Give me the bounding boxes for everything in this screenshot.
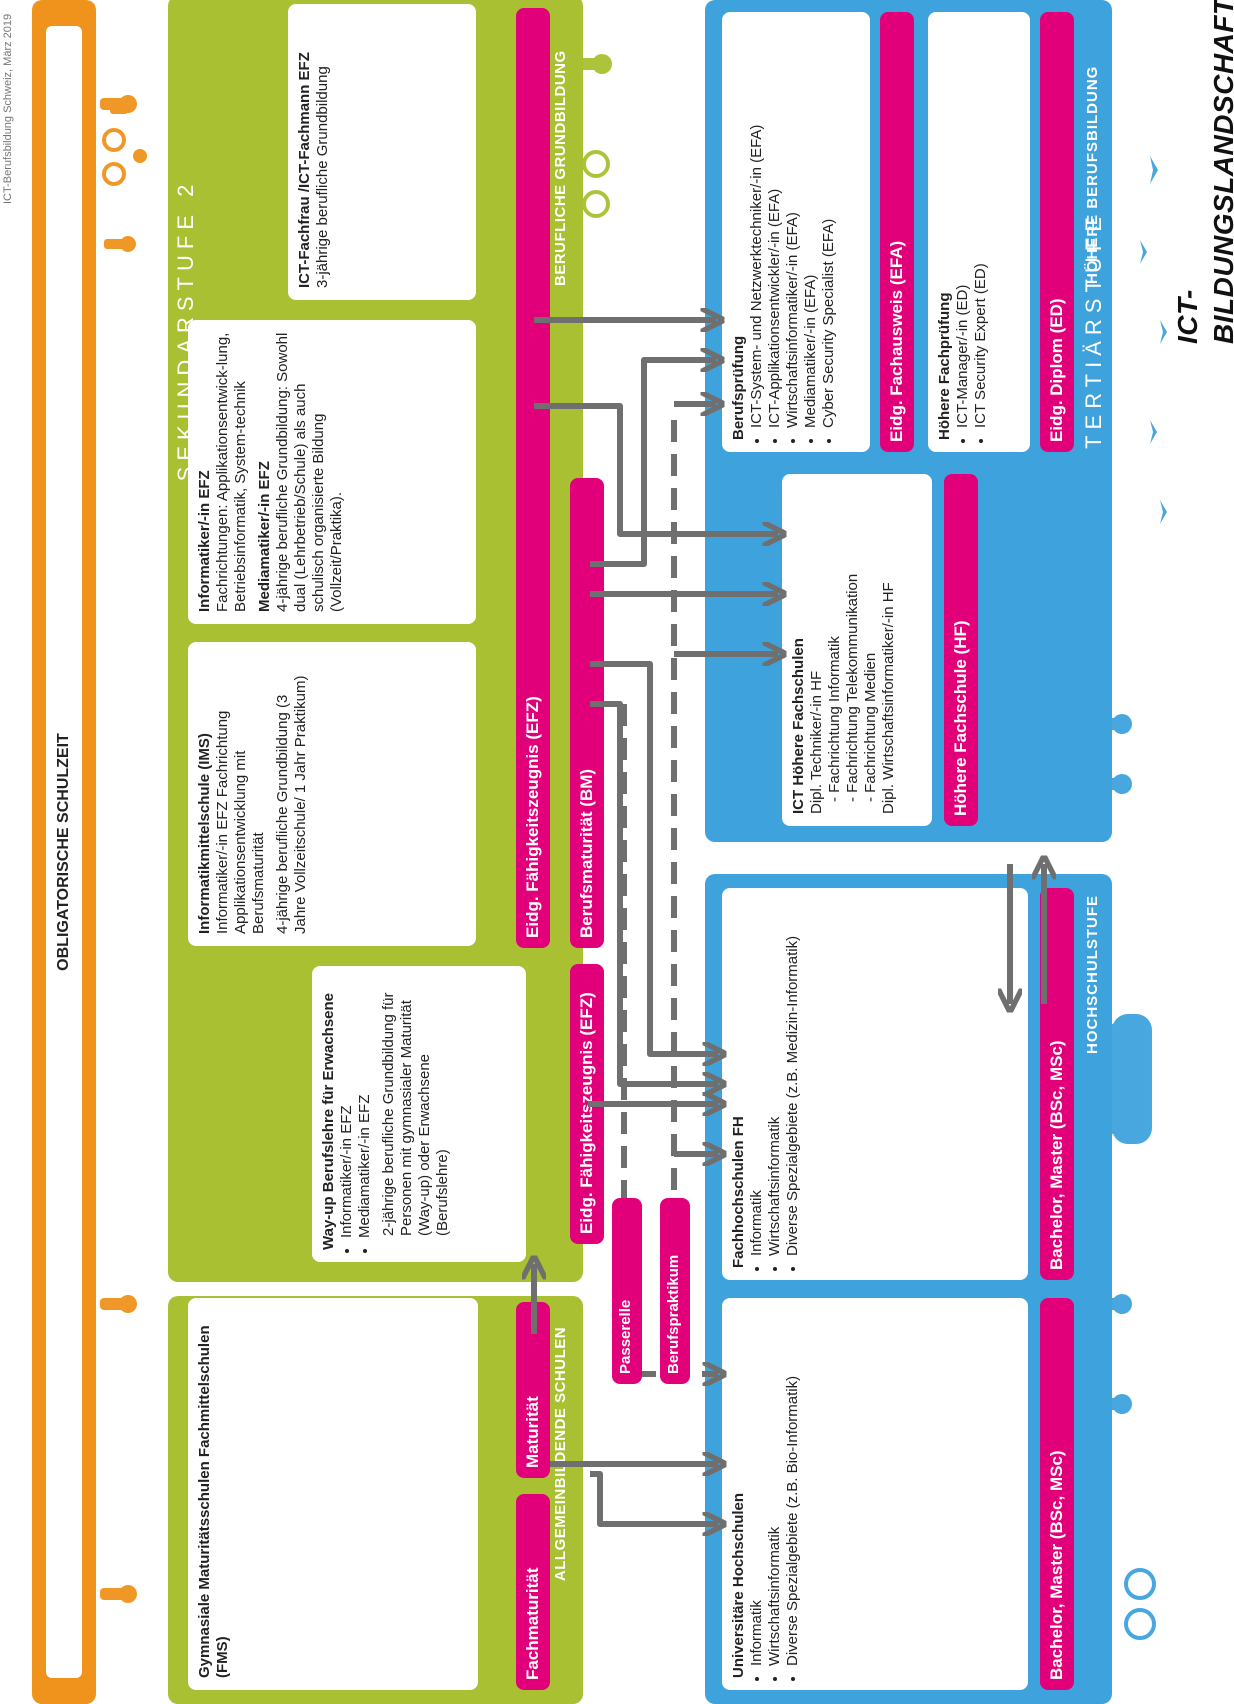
arrow-bm-to-efa [590,360,716,567]
bird-icon [1140,240,1147,264]
arrow-bm-to-fh-2 [590,701,718,1084]
kid-figure-icon [104,236,136,252]
bird-icon [1160,500,1167,524]
cyclist-figure-icon [102,128,147,186]
car-icon [1102,1014,1152,1144]
walker-figure-icon [578,54,612,74]
walker-figure-icon [1096,1394,1132,1414]
bird-icon [1150,156,1158,184]
arrow-bm-to-fh [590,661,718,1054]
walker-figure-icon [1096,1294,1132,1314]
arrow-maturitaet-to-uni2 [590,1471,718,1524]
walker-figure-icon [1096,714,1132,734]
walker-figure-icon [100,95,137,114]
bird-icon [1150,420,1157,444]
arrow-efz-to-hf [534,403,778,534]
bird-icon [1160,320,1167,344]
walker-figure-icon [100,1295,137,1313]
cyclist-figure-icon [582,150,610,218]
walker-figure-icon [1096,774,1132,794]
cyclist-figure-icon [1124,1568,1156,1640]
walker-figure-icon [100,1585,137,1603]
